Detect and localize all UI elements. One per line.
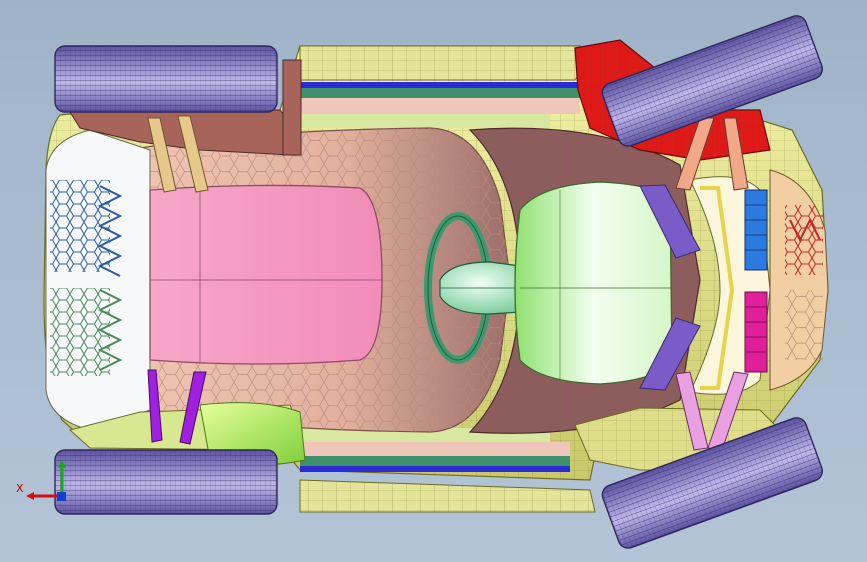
top-stripe-lime [300,114,550,128]
rear-grille-lower [785,290,823,360]
front-teeth-lower [97,289,123,371]
wheel-front-left[interactable] [54,45,278,113]
strut-front-top-left [147,117,177,193]
rear-seat[interactable] [514,181,673,385]
top-stripe-green [300,88,580,98]
coordinate-triad: X [14,460,74,510]
wheel-rear-left[interactable] [600,13,826,149]
seat-cushion[interactable] [149,184,383,365]
seat-back-panel-bottom [639,317,701,391]
strut-front-bottom-left [147,369,163,443]
strut-front-top-right [177,115,209,193]
wheel-front-right[interactable] [54,449,278,515]
triad-x-label: X [16,482,24,495]
rear-magenta-block[interactable] [744,291,768,373]
strut-rear-top-right [723,117,749,191]
rear-blue-block[interactable] [744,189,768,271]
wheel-rear-right[interactable] [600,415,826,551]
front-teeth-upper [97,185,123,277]
rear-grille-upper [785,205,823,275]
front-grille-lower [50,288,110,376]
bottom-stripe-salmon [300,442,570,456]
top-stripe-salmon [300,98,580,114]
triad-z-axis [57,492,66,501]
bottom-stripe-blue [300,466,570,472]
strut-front-bottom-right [179,371,207,445]
side-block-top [282,59,302,156]
seat-back-panel-top [639,184,701,259]
top-stripe-blue [300,82,580,88]
strut-rear-top-left [675,117,715,191]
bottom-stripe-green [300,456,570,466]
front-nose[interactable] [45,129,151,431]
